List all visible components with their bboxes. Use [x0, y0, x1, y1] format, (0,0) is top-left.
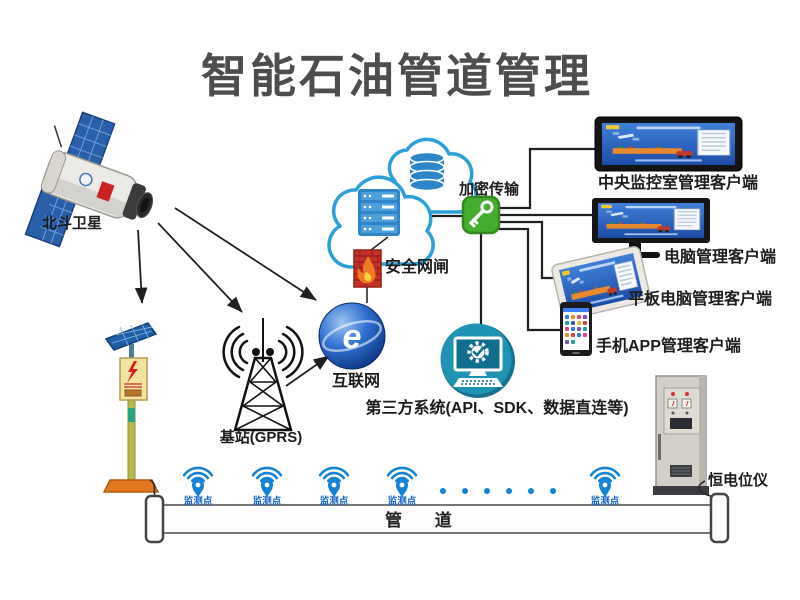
base-station-antenna-icon [222, 318, 304, 432]
gear-icon [467, 341, 489, 363]
lightning-icon [127, 361, 138, 383]
security-gateway-icon [353, 249, 382, 288]
key-to-phone-line [499, 227, 560, 332]
tablet-client-label: 平板电脑管理客户端 [628, 289, 772, 308]
tablet-device [551, 246, 651, 320]
keyboard-icon [453, 378, 503, 387]
wifi-pin-icon [251, 466, 283, 499]
wifi-pin-icon [386, 466, 418, 499]
monitoring-point-label: 监测点 [320, 495, 349, 507]
smartphone-device [560, 302, 592, 356]
internet-label: 互联网 [332, 372, 380, 390]
internet-globe-icon: e [318, 302, 386, 370]
database-icon [409, 151, 445, 192]
pipe-end-cap [144, 494, 165, 544]
monitoring-points: 监测点 监测点 监测点 监测点 监测点 [182, 466, 621, 507]
potentiostat-label: 恒电位仪 [708, 471, 769, 489]
pipeline-pipe: 管 道 [144, 492, 730, 544]
central-monitor-screen [594, 116, 743, 172]
internet-e-glyph: e [343, 318, 362, 356]
app-icons-grid [565, 315, 587, 344]
solar-monitoring-station [102, 322, 162, 505]
satellite-signal-arrow [174, 207, 317, 301]
third-party-system-icon [440, 323, 515, 398]
page-title: 智能石油管道管理 [201, 50, 593, 102]
encryption-key-icon [461, 195, 501, 235]
monitoring-point-label: 监测点 [253, 495, 282, 507]
satellite-signal-arrow [157, 222, 243, 313]
base-station-label: 基站(GPRS) [219, 428, 303, 446]
station-base [102, 479, 160, 493]
satellite-antenna-icon [53, 125, 63, 148]
potentiostat-cabinet [653, 375, 715, 498]
server-icon [358, 189, 400, 236]
check-icon [472, 346, 485, 357]
satellite-illustration: 北斗卫星 [24, 111, 154, 248]
monitoring-point-label: 监测点 [388, 495, 417, 507]
wifi-pin-icon [318, 466, 350, 499]
central-client-label: 中央监控室管理客户端 [598, 173, 758, 192]
pipe-end-cap [709, 492, 730, 544]
phone-client-label: 手机APP管理客户端 [596, 336, 741, 355]
pc-client-label: 电脑管理客户端 [664, 247, 776, 266]
cabinet-to-pipe-wire [698, 480, 715, 498]
wifi-pin-icon [182, 466, 214, 499]
base-station-signal-arrow [285, 355, 330, 387]
satellite-signal-arrow [134, 229, 148, 304]
solar-panel-icon [104, 322, 158, 351]
cloud-platform-icon [327, 137, 478, 269]
satellite-logo-icon [79, 172, 93, 187]
satellite-label: 北斗卫星 [42, 215, 102, 232]
server-to-gateway-line [370, 236, 389, 251]
encryption-label: 加密传输 [458, 180, 520, 198]
wifi-pin-icon [589, 466, 621, 499]
third-party-label: 第三方系统(API、SDK、数据直连等) [365, 398, 628, 417]
pipeline-label: 管 道 [385, 510, 466, 530]
ellipsis-dots [440, 488, 556, 494]
monitoring-point-label: 监测点 [184, 495, 213, 507]
satellite-flag-mark [96, 181, 115, 202]
key-to-central-line [499, 147, 595, 210]
security-gateway-label: 安全网闸 [385, 257, 449, 276]
monitoring-point-label: 监测点 [591, 495, 620, 507]
